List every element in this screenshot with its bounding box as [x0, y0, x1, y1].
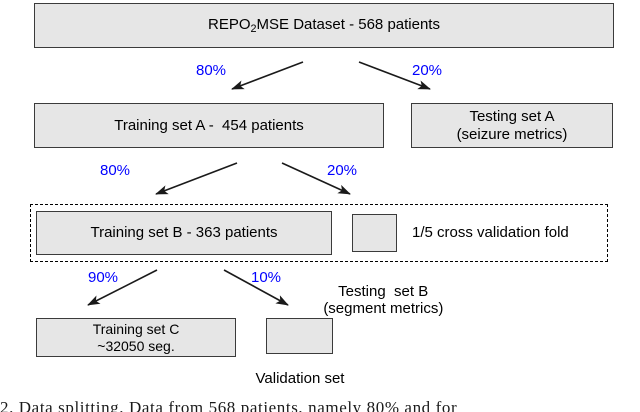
node-fold-swatch [352, 214, 397, 252]
node-testing-set-b: Testing set B (segment metrics) [300, 265, 450, 336]
node-training-set-c-line2: ~32050 seg. [97, 337, 175, 354]
node-testing-set-a: Testing set A (seizure metrics) [411, 103, 613, 148]
node-testing-set-a-line1: Testing set A [469, 107, 555, 125]
edge-label-90-training-b: 90% [88, 269, 119, 286]
node-training-set-a: Training set A - 454 patients [34, 103, 384, 148]
node-training-set-a-label: Training set A - 454 patients [114, 116, 304, 134]
node-testing-set-a-line2: (seizure metrics) [456, 125, 568, 143]
node-training-set-b-label: Training set B - 363 patients [90, 224, 278, 242]
arrow-training-a-to-training-b [155, 162, 238, 195]
node-testing-set-b-line2: (segment metrics) [323, 300, 444, 318]
fold-caption: 1/5 cross validation fold [412, 224, 569, 241]
validation-caption: Validation set [255, 370, 345, 387]
node-training-set-b: Training set B - 363 patients [36, 211, 332, 255]
node-root-dataset: REPO2MSE Dataset - 568 patients [34, 3, 614, 48]
edge-label-10-training-b: 10% [251, 269, 282, 286]
arrow-root-to-training-a [231, 61, 304, 90]
node-testing-set-b-line1: Testing set B [338, 282, 429, 300]
edge-label-20-training-a: 20% [327, 162, 358, 179]
edge-label-80-training-a: 80% [100, 162, 131, 179]
node-training-set-c: Training set C ~32050 seg. [36, 318, 236, 357]
cross-validation-fold-group [30, 204, 608, 262]
subscript-2: 2 [250, 22, 257, 35]
node-testing-set-a-text: Testing set A (seizure metrics) [457, 108, 568, 143]
node-training-set-c-line1: Training set C [92, 320, 180, 337]
node-validation-swatch [266, 318, 333, 354]
edge-label-80-root: 80% [196, 62, 227, 79]
edge-label-20-root: 20% [412, 62, 443, 79]
node-root-label: REPO2MSE Dataset - 568 patients [208, 15, 440, 35]
node-training-set-c-text: Training set C ~32050 seg. [93, 321, 180, 354]
figure-caption: 2. Data splitting. Data from 568 patient… [0, 398, 640, 412]
figure-caption-text: 2. Data splitting. Data from 568 patient… [0, 398, 458, 412]
